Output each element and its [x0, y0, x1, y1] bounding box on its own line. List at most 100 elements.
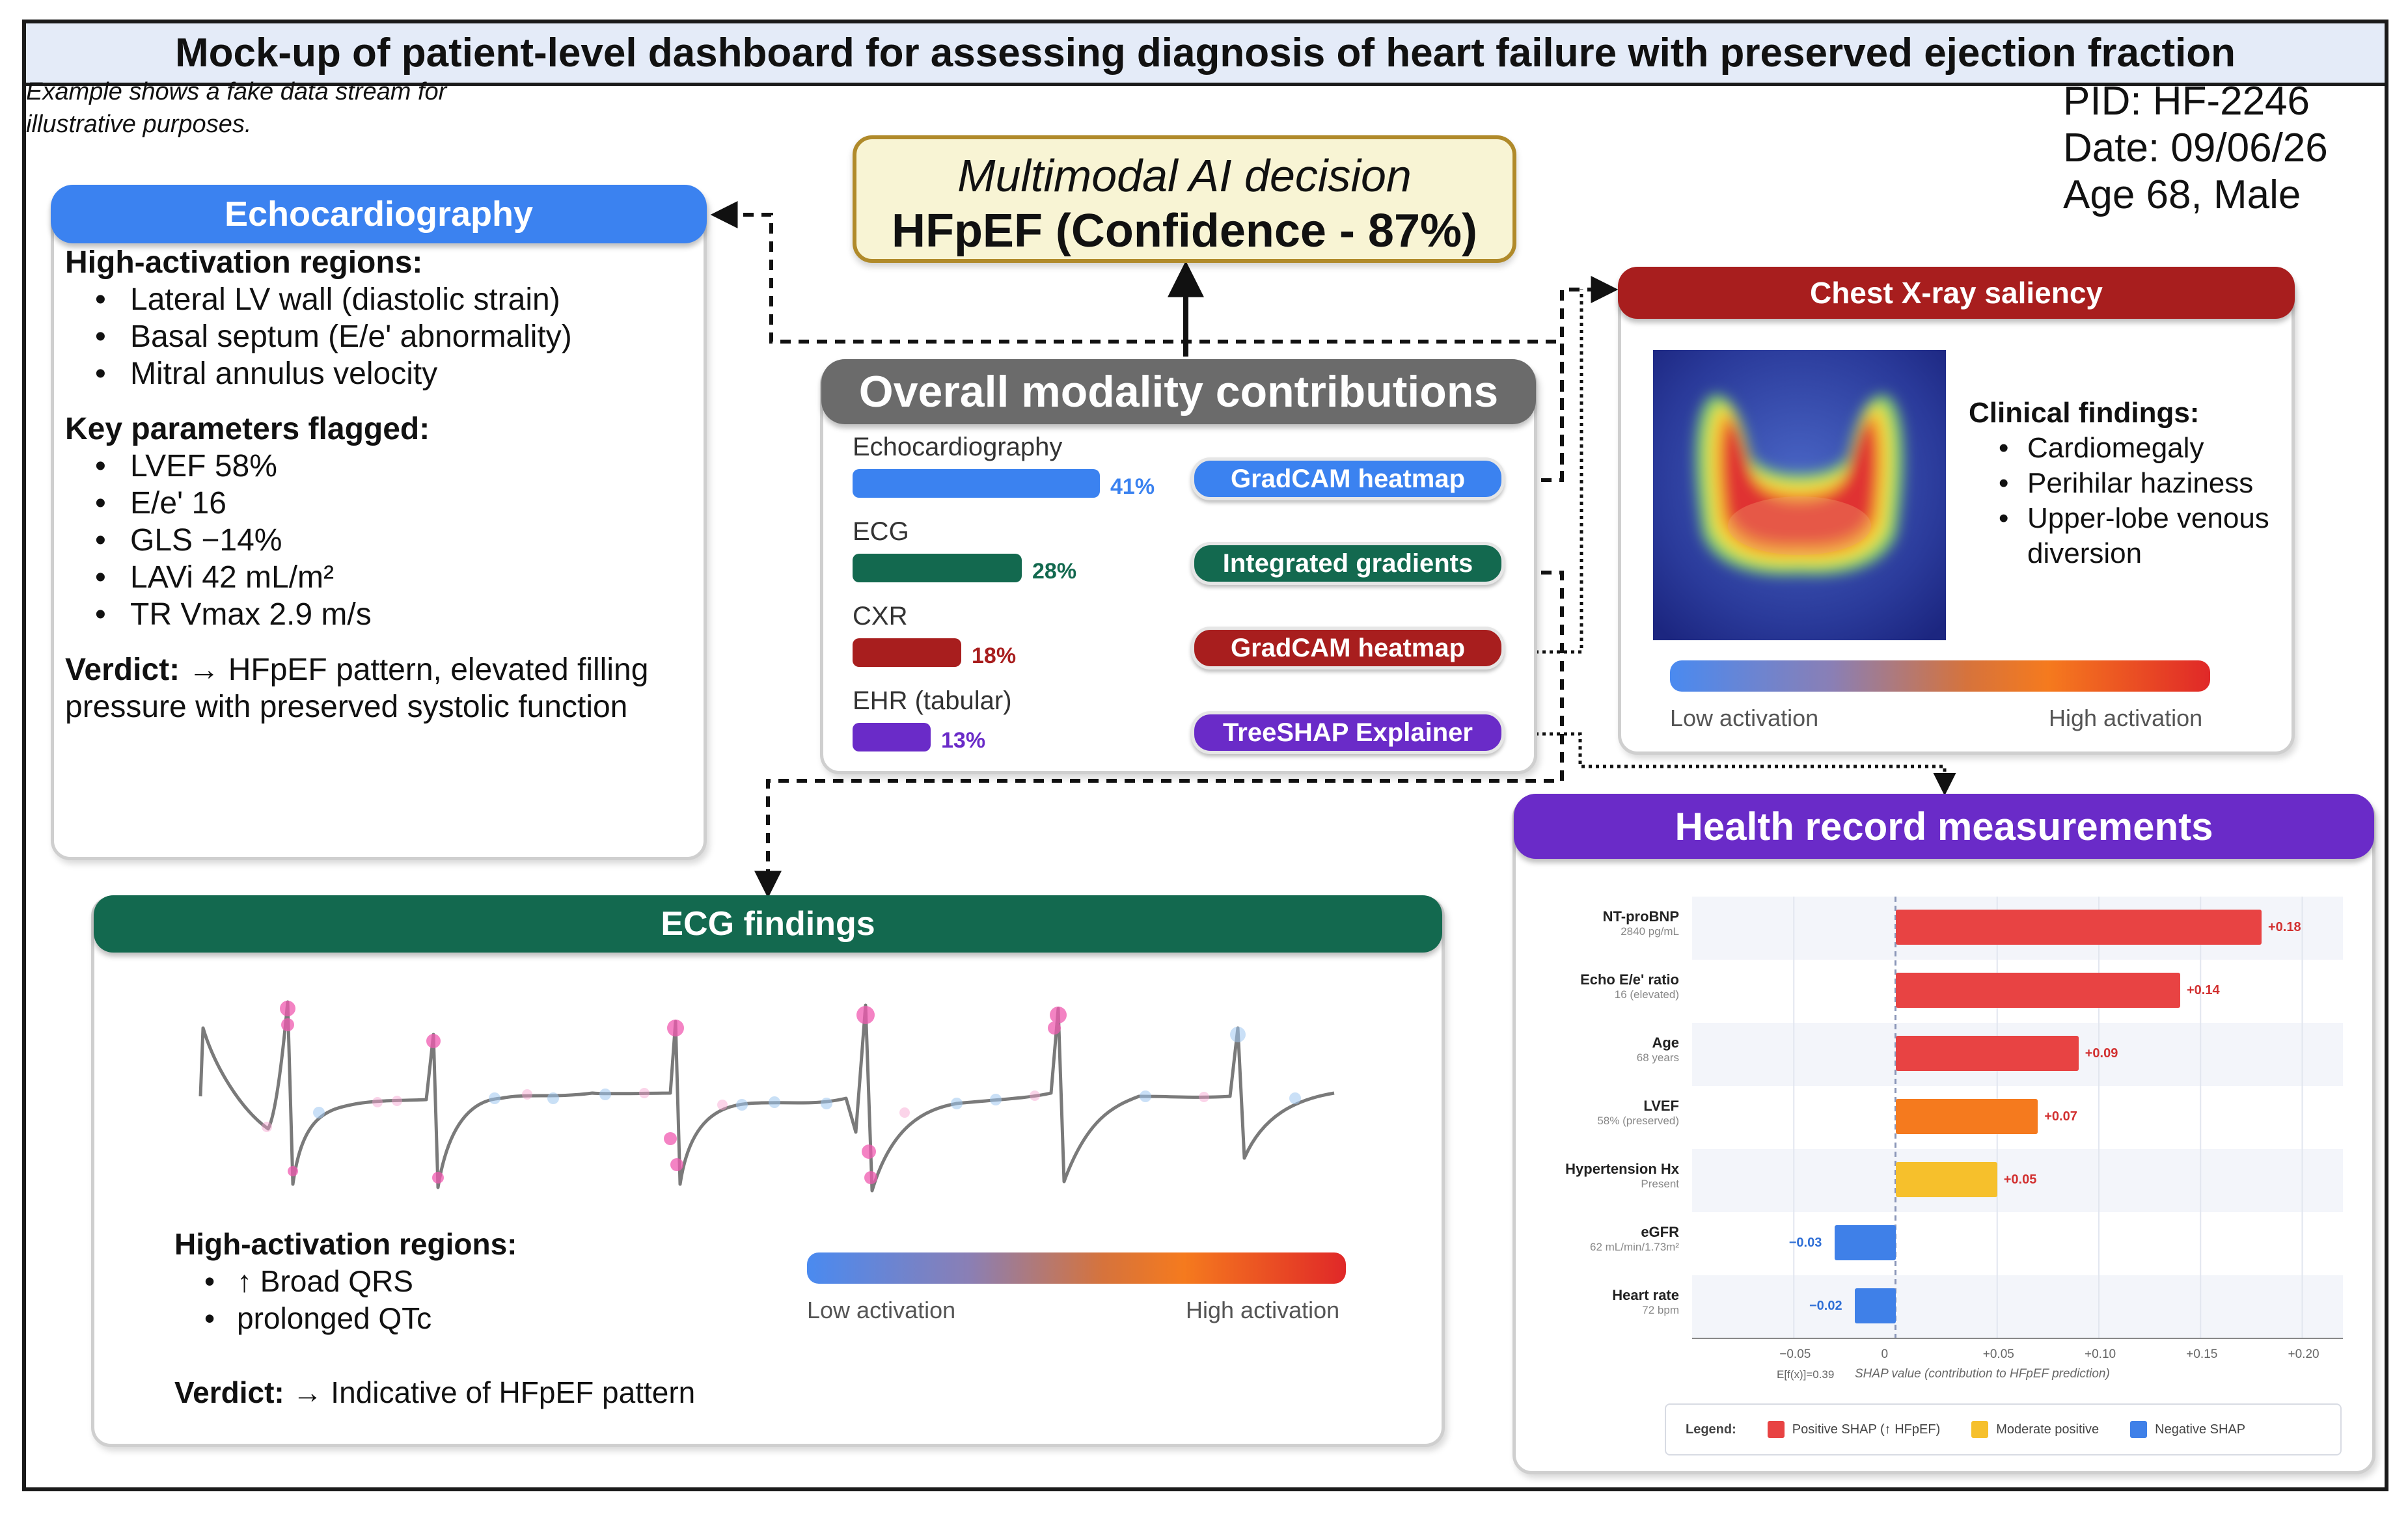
modality-label: Echocardiography — [853, 433, 1063, 461]
modality-percent: 28% — [1032, 559, 1077, 584]
modality-percent: 41% — [1110, 474, 1155, 499]
cxr-findings-list: Cardiomegaly Perihilar haziness Upper-lo… — [1969, 431, 2294, 571]
legend-item: Positive SHAP (↑ HFpEF) — [1767, 1421, 1941, 1438]
decision-title: Multimodal AI decision — [957, 150, 1412, 201]
feature-value: 16 (elevated) — [1614, 988, 1679, 1001]
ecg-activation-gradient — [807, 1252, 1346, 1284]
shap-value-label: +0.14 — [2187, 983, 2220, 997]
list-item: LAVi 42 mL/m² — [65, 559, 683, 596]
decision-result: HFpEF (Confidence - 87%) — [891, 205, 1478, 257]
feature-name: Age — [1652, 1035, 1679, 1051]
cxr-low-label: Low activation — [1670, 705, 1819, 731]
modality-label: ECG — [853, 517, 909, 546]
modality-bar — [853, 638, 961, 667]
disclaimer-note: Example shows a fake data stream for ill… — [26, 78, 447, 138]
explainer-button[interactable]: GradCAM heatmap — [1191, 457, 1505, 500]
cxr-findings: Clinical findings: Cardiomegaly Perihila… — [1969, 396, 2294, 571]
modality-bar — [853, 723, 931, 751]
list-item: GLS −14% — [65, 522, 683, 559]
ecg-panel — [91, 897, 1445, 1447]
shap-bar — [1895, 910, 2262, 945]
ecg-header: ECG findings — [94, 895, 1442, 953]
x-tick-label: 0 — [1881, 1347, 1889, 1361]
modality-bar — [853, 554, 1022, 582]
cxr-high-label: High activation — [2049, 705, 2203, 731]
feature-value: 62 mL/min/1.73m² — [1590, 1241, 1679, 1253]
shap-bar — [1895, 1162, 1997, 1197]
ecg-content: High-activation regions: ↑ Broad QRS pro… — [174, 1226, 695, 1411]
modality-label: EHR (tabular) — [853, 686, 1012, 715]
legend-label: Positive SHAP (↑ HFpEF) — [1792, 1422, 1941, 1437]
ai-decision-box: Multimodal AI decision HFpEF (Confidence… — [853, 135, 1516, 263]
shap-value-label: +0.18 — [2268, 920, 2301, 934]
feature-value: 2840 pg/mL — [1621, 925, 1679, 938]
feature-name: LVEF — [1643, 1098, 1679, 1114]
legend-swatch — [2130, 1421, 2148, 1438]
row-band — [1692, 1149, 2343, 1212]
echo-regions-list: Lateral LV wall (diastolic strain) Basal… — [65, 281, 683, 392]
shap-bar — [1895, 973, 2180, 1008]
patient-date: Date: 09/06/26 — [2063, 126, 2328, 170]
echo-verdict-text: → HFpEF pattern, elevated filling pressu… — [65, 653, 649, 724]
x-tick-label: +0.20 — [2288, 1347, 2319, 1361]
shap-value-label: −0.03 — [1788, 1236, 1822, 1250]
cxr-findings-title: Clinical findings: — [1969, 397, 2200, 429]
echo-verdict-label: Verdict: — [65, 653, 180, 687]
patient-age: Age 68, Male — [2063, 172, 2301, 217]
ecg-verdict-text: → Indicative of HFpEF pattern — [284, 1375, 696, 1409]
ecg-verdict: Verdict: → Indicative of HFpEF pattern — [174, 1374, 695, 1411]
feature-value: 58% (preserved) — [1597, 1115, 1679, 1127]
feature-name: Hypertension Hx — [1565, 1161, 1679, 1177]
cxr-activation-gradient — [1670, 660, 2210, 692]
feature-value: 72 bpm — [1642, 1304, 1679, 1316]
feature-value: 68 years — [1636, 1051, 1679, 1064]
patient-info: PID: HF-2246 Date: 09/06/26 Age 68, Male — [2063, 78, 2328, 219]
title-bar: Mock-up of patient-level dashboard for a… — [26, 23, 2385, 86]
legend-swatch — [1971, 1421, 1989, 1438]
shap-value-label: +0.05 — [2003, 1172, 2037, 1187]
explainer-button[interactable]: TreeSHAP Explainer — [1191, 711, 1505, 754]
ehr-header: Health record measurements — [1514, 794, 2374, 859]
list-item: E/e' 16 — [65, 485, 683, 522]
legend-item: Negative SHAP — [2130, 1421, 2245, 1438]
list-item: Mitral annulus velocity — [65, 355, 683, 392]
legend-label: Moderate positive — [1996, 1422, 2100, 1437]
list-item: Cardiomegaly — [1969, 431, 2294, 466]
x-tick-label: +0.05 — [1982, 1347, 2014, 1361]
modality-bar — [853, 469, 1100, 498]
shap-value-label: +0.07 — [2044, 1109, 2077, 1124]
echo-content: High-activation regions: Lateral LV wall… — [65, 244, 683, 725]
ecg-high-label: High activation — [1186, 1297, 1340, 1323]
cxr-header: Chest X-ray saliency — [1618, 267, 2295, 319]
ecg-verdict-label: Verdict: — [174, 1375, 284, 1409]
echo-header: Echocardiography — [51, 185, 707, 243]
modality-percent: 13% — [941, 728, 986, 753]
shap-bar — [1855, 1288, 1896, 1323]
echo-regions-title: High-activation regions: — [65, 245, 423, 280]
shap-value-label: +0.09 — [2085, 1046, 2118, 1061]
x-axis-title: SHAP value (contribution to HFpEF predic… — [1855, 1367, 2110, 1381]
shap-bar — [1895, 1099, 2038, 1134]
feature-name: NT-proBNP — [1602, 908, 1679, 925]
list-item: Perihilar haziness — [1969, 466, 2294, 501]
echo-verdict: Verdict: → HFpEF pattern, elevated filli… — [65, 651, 683, 725]
feature-name: Echo E/e' ratio — [1580, 971, 1679, 988]
explainer-button[interactable]: Integrated gradients — [1191, 542, 1505, 585]
legend-item: Moderate positive — [1971, 1421, 2099, 1438]
legend-title: Legend: — [1686, 1422, 1736, 1437]
row-band — [1692, 1275, 2343, 1338]
explainer-button[interactable]: GradCAM heatmap — [1191, 627, 1505, 670]
modality-label: CXR — [853, 602, 908, 630]
shap-legend: Legend: Positive SHAP (↑ HFpEF) Moderate p… — [1665, 1403, 2342, 1455]
echo-params-title: Key parameters flagged: — [65, 412, 430, 446]
feature-value: Present — [1641, 1178, 1679, 1190]
shap-bar — [1834, 1225, 1896, 1260]
legend-swatch — [1767, 1421, 1785, 1438]
list-item: ↑ Broad QRS — [174, 1263, 695, 1300]
ecg-regions-title: High-activation regions: — [174, 1227, 517, 1261]
